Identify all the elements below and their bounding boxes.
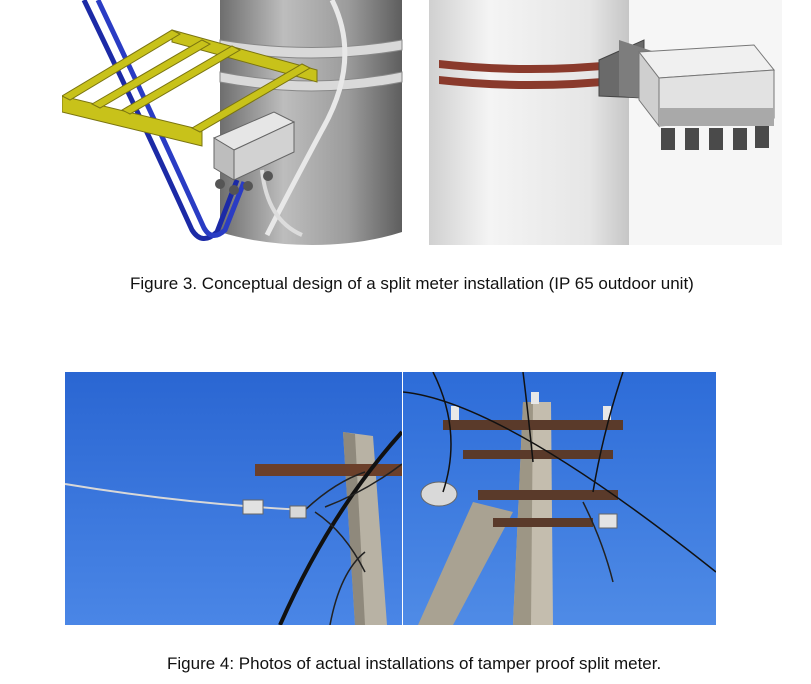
meter-enclosure (212, 111, 296, 195)
yellow-bracket (62, 29, 318, 147)
meter-enclosure (638, 44, 775, 150)
figure3-render-bracket-meter (62, 0, 416, 245)
strap-lower (439, 76, 624, 89)
figure3-caption: Figure 3. Conceptual design of a split m… (130, 274, 694, 293)
pole-photo-left-graphic (65, 372, 402, 625)
concrete-pole-leaning (418, 502, 513, 625)
street-lamp (420, 481, 458, 507)
meter-box (242, 499, 264, 515)
pole-photo-right-graphic (403, 372, 716, 625)
figure4-photo-pole-left (65, 372, 402, 625)
pole-shape (220, 0, 402, 245)
strapped-meter-render-graphic (429, 0, 782, 245)
meter-box (598, 513, 618, 529)
figure4-photo-pole-right (403, 372, 716, 625)
crossarm (255, 464, 402, 476)
pole-shape (429, 0, 629, 245)
figure3-render-strapped-meter (429, 0, 782, 245)
figure4-caption: Figure 4: Photos of actual installations… (167, 654, 662, 673)
crossarm-top (443, 420, 623, 430)
strap-upper (439, 60, 624, 73)
bracket-meter-render-graphic (62, 0, 416, 245)
